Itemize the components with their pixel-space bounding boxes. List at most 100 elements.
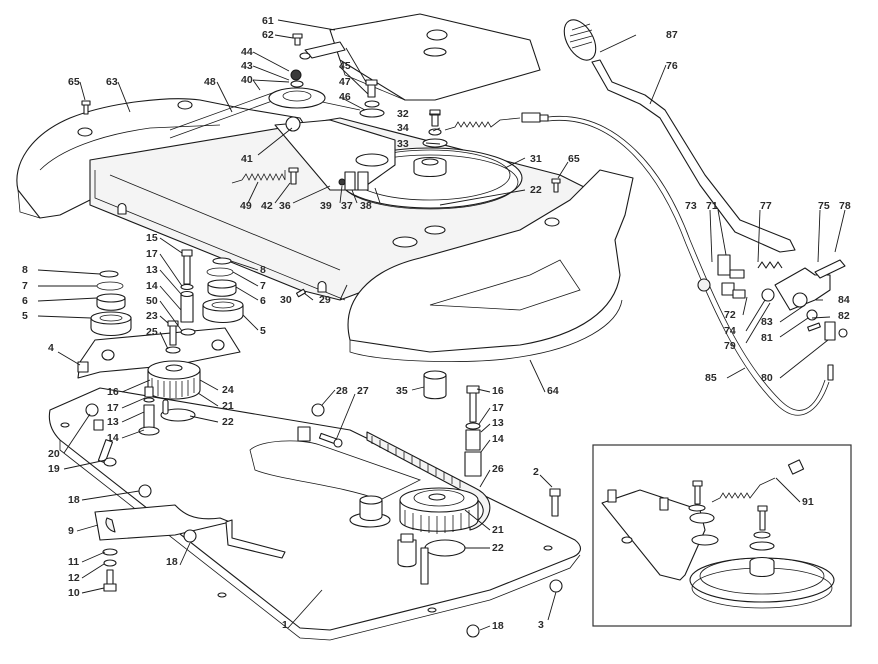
nut-18a [138,484,152,498]
nut-20 [85,403,104,431]
bearing-stack-right [202,257,244,324]
label-39: 39 [320,200,332,212]
tension-plate [274,116,396,191]
screw-30 [295,288,307,298]
label-32: 32 [397,108,409,120]
label-91: 91 [802,496,814,508]
screw-62 [292,33,303,46]
screw-65-right [551,178,561,193]
label-4: 4 [48,342,54,354]
label-13-right: 13 [492,417,504,429]
label-9: 9 [68,525,74,537]
leader-lines [37,19,846,631]
label-14-left: 14 [107,432,119,444]
label-18-left: 18 [68,494,80,506]
label-45: 45 [339,60,351,72]
pin-lever [225,519,286,559]
label-20: 20 [48,448,60,460]
label-6-right: 6 [260,295,266,307]
label-75: 75 [818,200,830,212]
idler-pulley [169,69,361,139]
label-5-left: 5 [22,310,28,322]
label-15: 15 [146,232,158,244]
label-49: 49 [240,200,252,212]
label-47: 47 [339,76,351,88]
part-labels: 61 62 44 43 40 65 63 48 41 45 47 46 32 3… [22,15,851,632]
bolt-stack-16-left [138,386,160,436]
lower-bracket-9 [94,504,231,541]
screw-65-left [81,100,91,115]
label-65-left: 65 [68,76,80,88]
label-76: 76 [666,60,678,72]
label-62: 62 [262,29,274,41]
sleeve-35 [423,370,447,400]
label-25: 25 [146,326,158,338]
label-22-right: 22 [492,542,504,554]
label-83: 83 [761,316,773,328]
gear-lever [563,19,796,253]
label-11: 11 [68,556,79,568]
bolt-stack-15 [180,249,196,336]
label-1: 1 [282,619,288,631]
bolt-27 [297,426,343,448]
nut-18b [183,529,197,543]
label-78: 78 [839,200,851,212]
label-21-right: 21 [492,524,504,536]
label-87: 87 [666,29,678,41]
tension-spring-49 [231,170,286,184]
label-42: 42 [261,200,273,212]
label-24: 24 [222,384,234,396]
label-22-left: 22 [222,416,234,428]
label-84: 84 [838,294,850,306]
inset-detail [592,444,852,627]
label-2: 2 [533,466,539,478]
label-41: 41 [241,153,253,165]
label-64: 64 [547,385,559,397]
bolt-2 [549,488,561,517]
label-35: 35 [396,385,408,397]
label-79: 79 [724,340,736,352]
label-81: 81 [761,332,773,344]
key-22-left [160,399,196,422]
label-16-right: 16 [492,385,504,397]
label-14-top: 14 [146,280,158,292]
screw-42 [288,167,299,185]
label-23: 23 [146,310,158,322]
label-29: 29 [319,294,331,306]
label-77: 77 [760,200,772,212]
label-33: 33 [397,138,409,150]
label-73: 73 [685,200,697,212]
label-8-right: 8 [260,264,266,276]
label-38: 38 [360,200,372,212]
label-17-right: 17 [492,402,504,414]
label-30: 30 [280,294,292,306]
label-48: 48 [204,76,216,88]
label-44: 44 [241,46,253,58]
label-8-left: 8 [22,264,28,276]
bolt-stack-16-right [464,385,482,477]
label-61: 61 [262,15,274,27]
toothed-pulley-right [399,487,479,534]
label-19: 19 [48,463,60,475]
bolt-19 [97,439,117,467]
label-36: 36 [279,200,291,212]
pulley-bracket [77,327,241,379]
label-14-right: 14 [492,433,504,445]
label-46: 46 [339,91,351,103]
label-22-top: 22 [530,184,542,196]
bearing-stack-left [90,270,132,337]
label-85: 85 [705,372,717,384]
bolt-stack-10 [102,548,118,592]
base-plate [48,387,581,641]
label-65-right: 65 [568,153,580,165]
bolt-45-47 [359,79,385,118]
label-5-right: 5 [260,325,266,337]
hub-left [349,495,391,528]
lever-bracket-assembly [697,254,848,381]
label-12: 12 [68,572,80,584]
label-27: 27 [357,385,369,397]
top-cover [299,13,541,101]
label-17-top: 17 [146,248,158,260]
label-43: 43 [241,60,253,72]
label-6-left: 6 [22,295,28,307]
